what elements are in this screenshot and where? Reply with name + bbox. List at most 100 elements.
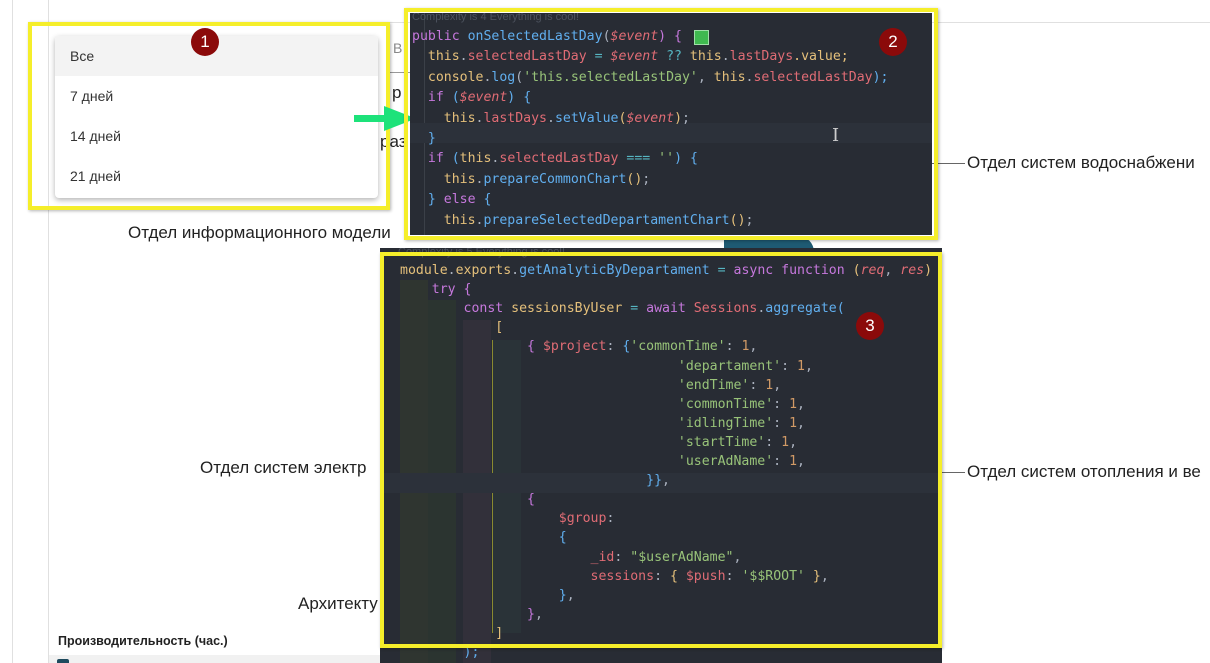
code-token: = — [709, 263, 734, 278]
code-token: public — [412, 29, 468, 44]
code-token: selectedLastDay — [753, 69, 873, 85]
code-token: exports — [455, 263, 512, 278]
code-token: $event — [626, 110, 675, 126]
code-line: public onSelectedLastDay($event) { — [412, 27, 682, 47]
code-line: } else { — [412, 190, 492, 210]
code-token: $push — [685, 568, 726, 584]
content-border-left — [48, 0, 49, 663]
code-line: 'startTime': 1, — [400, 433, 797, 453]
code-token: function — [781, 263, 853, 278]
code-token: console — [412, 69, 484, 85]
code-token: , — [789, 434, 798, 450]
code-token: 'commonTime' — [630, 339, 726, 355]
code-token: . — [491, 151, 500, 167]
code-token: req — [860, 263, 885, 278]
code-token: = — [622, 301, 647, 317]
code-line: sessions: { $push: '$$ROOT' }, — [400, 567, 829, 587]
code-token: 'departament' — [400, 358, 782, 374]
code-token: , — [697, 69, 714, 85]
code-token: 1 — [789, 396, 798, 412]
code-editor-snippet-1: Complexity is 4 Everything is cool! publ… — [410, 13, 932, 235]
leader-line-heating — [942, 472, 965, 473]
code-token: 'this.selectedLastDay' — [523, 69, 698, 85]
code-token: async — [733, 263, 782, 278]
current-line-highlight — [410, 123, 932, 143]
code-line: _id: "$userAdName", — [400, 548, 742, 568]
code-token: : — [606, 339, 623, 355]
code-token: const — [400, 301, 512, 317]
code-line: [ — [400, 318, 503, 338]
code-token: 'userAdName' — [400, 454, 774, 469]
code-token: Sessions — [693, 301, 758, 317]
code-token: . — [721, 49, 730, 65]
code-token: ( — [451, 151, 460, 167]
code-token: , — [773, 377, 782, 393]
checkbox[interactable] — [57, 659, 69, 663]
code-token: ); — [400, 645, 480, 660]
section-title: Производительность (час.) — [58, 634, 228, 648]
code-token: : — [765, 434, 782, 450]
code-line: if (this.selectedLastDay === '') { — [412, 149, 698, 169]
code-token: . — [459, 49, 468, 65]
code-token: () — [626, 171, 643, 187]
code-token: ; — [745, 212, 754, 228]
code-token: this — [412, 110, 476, 126]
code-token: if — [412, 151, 452, 167]
code-line: this.selectedLastDay = $event ?? this.la… — [412, 47, 849, 67]
code-token: } — [400, 606, 535, 622]
code-token: : — [749, 377, 766, 393]
code-token: , — [733, 549, 742, 565]
code-token: try — [400, 282, 464, 298]
code-token: ( — [515, 69, 524, 85]
code-token: 1 — [797, 358, 805, 374]
code-token: onSelectedLastDay — [467, 29, 603, 44]
code-token: ( — [451, 90, 460, 106]
step-badge-3: 3 — [856, 312, 884, 340]
code-token: [ — [400, 320, 504, 336]
code-token: ( — [602, 29, 611, 44]
code-line: if ($event) { — [412, 88, 531, 108]
code-token: this — [459, 151, 492, 167]
code-token: . — [475, 171, 484, 187]
table-header-row — [49, 655, 389, 663]
code-line: this.prepareCommonChart(); — [412, 170, 651, 190]
code-line: }, — [400, 605, 543, 625]
menu-item-21-days[interactable]: 21 дней — [70, 168, 121, 184]
code-token: 1 — [765, 377, 774, 393]
code-token: : — [781, 358, 797, 374]
code-line: ); — [400, 643, 480, 663]
code-token: , — [797, 396, 805, 412]
code-token: this — [412, 171, 476, 187]
code-token: } — [400, 587, 567, 603]
code-token: () — [729, 212, 746, 228]
code-token: , — [566, 587, 575, 603]
chart-label-heating: Отдел систем отопления и ве — [967, 462, 1201, 481]
menu-item-7-days[interactable]: 7 дней — [70, 88, 114, 104]
code-token: prepareSelectedDepartamentChart — [483, 212, 730, 228]
code-token: 'commonTime' — [400, 396, 774, 412]
chart-label-electric: Отдел систем электр — [200, 458, 367, 477]
code-line: } — [412, 129, 436, 149]
code-token: '' — [658, 151, 675, 167]
code-token: '$$ROOT' — [741, 568, 805, 584]
menu-item-14-days[interactable]: 14 дней — [70, 128, 121, 144]
code-token: === — [618, 151, 659, 167]
code-token: "$userAdName" — [630, 549, 734, 565]
code-token: lastDays — [729, 49, 794, 65]
code-line: 'commonTime': 1, — [400, 395, 805, 415]
color-swatch-icon — [694, 30, 709, 45]
code-token: : — [614, 549, 631, 565]
highlight-box-3 — [380, 252, 942, 648]
code-token: prepareCommonChart — [483, 171, 627, 187]
code-line: ] — [400, 624, 503, 644]
code-token: } — [412, 131, 436, 146]
code-line: { — [400, 528, 567, 548]
code-token: lastDays — [483, 110, 548, 126]
code-token: 1 — [789, 415, 798, 431]
select-label-partial: В — [393, 40, 403, 56]
code-token: { — [463, 282, 472, 298]
code-token: } — [412, 192, 444, 208]
days-filter-menu: Все 7 дней 14 дней 21 дней — [55, 36, 378, 198]
code-token: _id — [400, 549, 615, 565]
code-token: , — [804, 358, 813, 374]
